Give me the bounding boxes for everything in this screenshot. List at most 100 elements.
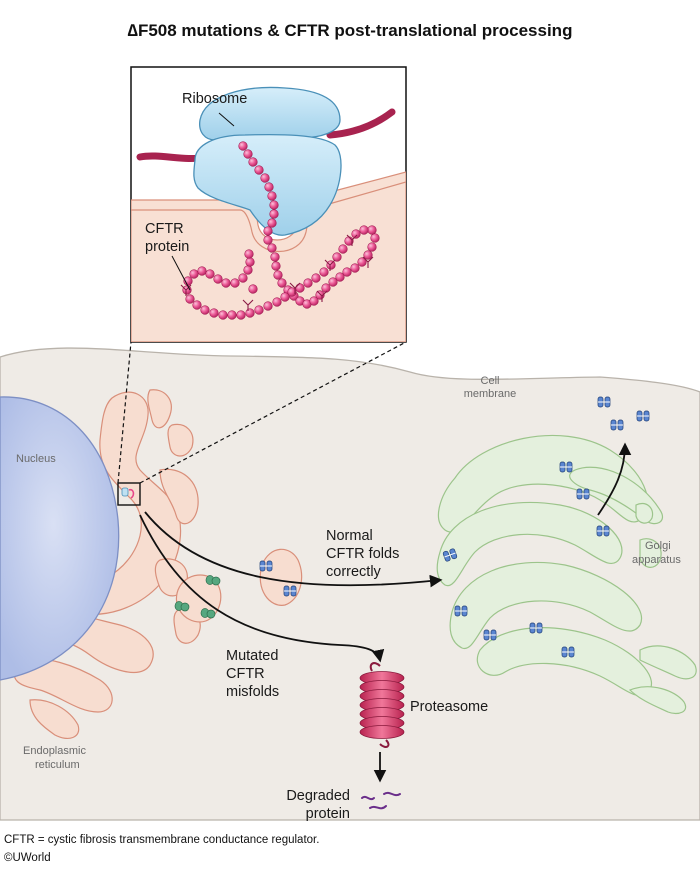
glycosylation-mark [362,256,374,268]
golgi-apparatus [436,434,697,715]
protein-bead [367,242,377,252]
protein-bead [260,173,270,183]
protein-bead [236,310,246,320]
cftr-channel [259,560,273,572]
golgi-label-line2: apparatus [632,554,681,566]
protein-bead [311,273,321,283]
protein-bead [350,263,360,273]
cftr-protein-label-line1: CFTR [145,221,184,237]
protein-bead [218,310,228,320]
cftr-channel [636,410,650,422]
zoom-source-box [117,482,141,506]
protein-bead [319,267,329,277]
protein-bead [269,209,279,219]
cell-membrane-label-line2: membrane [464,388,517,400]
cftr-channel [442,548,458,562]
protein-bead [326,260,336,270]
cftr-channel [597,396,611,408]
protein-bead [272,297,282,307]
protein-bead [263,235,273,245]
protein-bead [189,269,199,279]
inset-zoom: Ribosome CFTR protein [130,66,407,343]
normal-label-line2: CFTR folds [326,546,399,562]
protein-bead [245,308,255,318]
misfolded-cftr [205,575,221,586]
cftr-channel [610,419,624,431]
glycosylation-mark [289,282,301,294]
protein-bead [263,226,273,236]
degraded-protein-fragments [361,791,401,810]
protein-bead [264,182,274,192]
protein-bead [267,191,277,201]
ribosome-label: Ribosome [182,91,247,107]
protein-bead [309,296,319,306]
proteasome-label: Proteasome [410,699,488,715]
normal-label-line1: Normal [326,528,373,544]
protein-bead [243,265,253,275]
protein-bead [238,141,248,151]
protein-bead [248,284,258,294]
glycosylation-mark [316,290,328,302]
cftr-channel [576,488,590,500]
protein-bead [273,270,283,280]
protein-bead [254,305,264,315]
protein-bead [367,225,377,235]
er-label-line2: reticulum [35,759,80,771]
protein-bead [342,267,352,277]
protein-bead [338,244,348,254]
protein-bead [267,243,277,253]
protein-bead [254,165,264,175]
cftr-channel [596,525,610,537]
callout-line-left [117,341,132,484]
degraded-label-line1: Degraded [286,788,350,804]
protein-bead [213,274,223,284]
protein-bead [200,305,210,315]
protein-bead [295,283,305,293]
nucleus [0,396,120,681]
protein-bead [192,300,202,310]
arrow-to-membrane [597,442,632,516]
protein-bead [287,287,297,297]
glycosylation-mark [324,259,336,271]
protein-bead [303,278,313,288]
protein-bead [221,278,231,288]
mutated-label-line3: misfolds [226,684,279,700]
protein-bead [328,277,338,287]
cftr-channel [529,622,543,634]
nucleus-label: Nucleus [16,453,56,465]
protein-bead [238,273,248,283]
glycosylation-mark [242,299,254,311]
vesicle-normal [259,548,303,606]
protein-bead [280,292,290,302]
protein-bead [335,272,345,282]
diagram-title: ∆F508 mutations & CFTR post-translationa… [128,21,573,40]
zoom-source-content [121,487,135,499]
protein-bead [230,278,240,288]
protein-bead [277,278,287,288]
misfolded-cftr [174,601,190,612]
protein-bead [321,283,331,293]
arrow-misfolding [139,514,385,663]
protein-bead [243,149,253,159]
er-label-line1: Endoplasmic [23,745,86,757]
degraded-label-line2: protein [306,806,350,822]
cftr-channel [483,629,497,641]
callout-line-right [139,341,407,484]
cftr-channels [174,396,650,658]
protein-bead [270,252,280,262]
mutated-label-line1: Mutated [226,648,278,664]
footnote: CFTR = cystic fibrosis transmembrane con… [4,834,319,846]
normal-label-line3: correctly [326,564,382,580]
protein-bead [182,285,192,295]
protein-bead [263,301,273,311]
cftr-channel [561,646,575,658]
protein-bead [269,200,279,210]
arrow-normal-folding [144,511,443,588]
proteasome [359,662,405,748]
protein-bead [205,269,215,279]
protein-bead [359,225,369,235]
mutated-label-line2: CFTR [226,666,265,682]
cftr-protein-label-line2: protein [145,239,189,255]
glycosylation-mark [346,234,358,246]
